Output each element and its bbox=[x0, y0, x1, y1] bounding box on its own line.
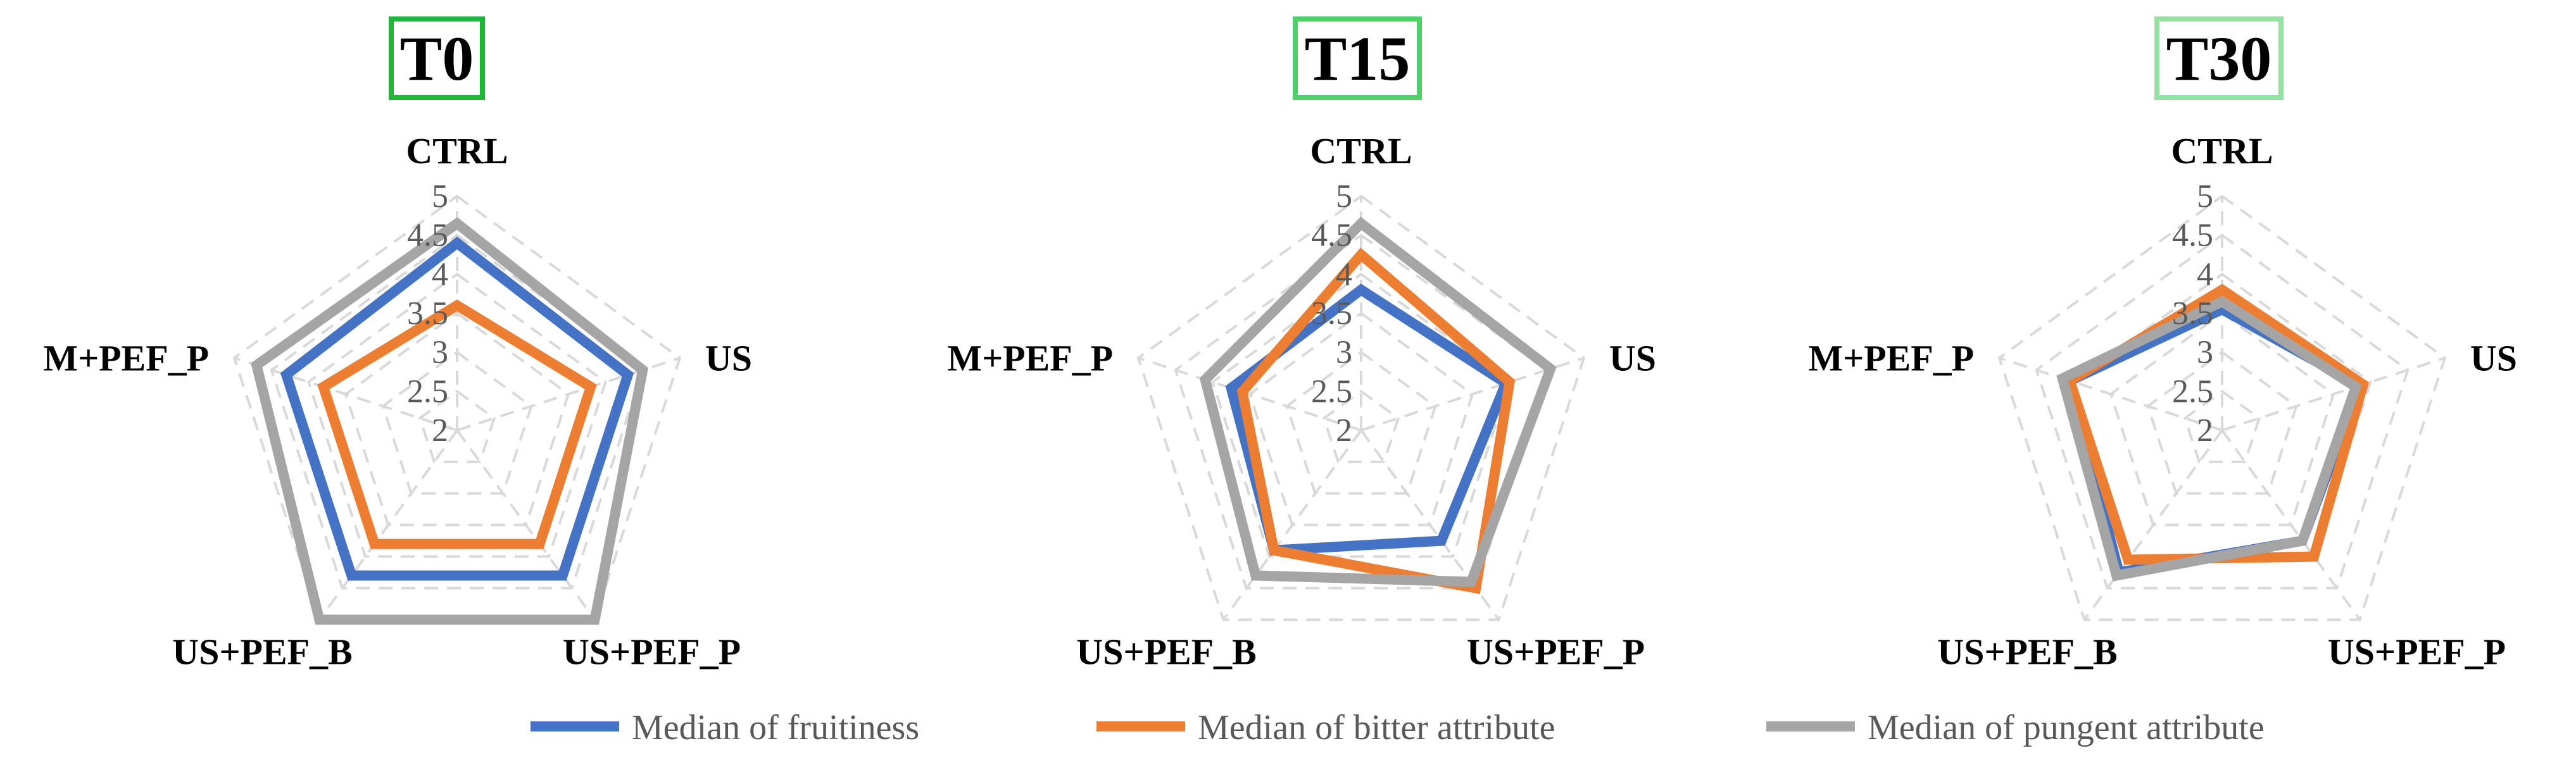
axis-label-us: US bbox=[2470, 338, 2517, 379]
radar-panel-t30: 2 2.533.5 44.55 CTRL US US+PEF_P US+PEF_B M+PEF… bbox=[1808, 16, 2517, 672]
tick-label: 2 bbox=[1336, 413, 1352, 449]
tick-label: 2 bbox=[2197, 413, 2213, 449]
tick-label: 4 bbox=[1336, 256, 1352, 292]
radar-series bbox=[251, 217, 649, 625]
tick-label: 5 bbox=[1336, 178, 1352, 215]
panel-title-text: T15 bbox=[1305, 23, 1411, 94]
tick-label: 2.5 bbox=[407, 373, 448, 409]
axis-label-ctrl: CTRL bbox=[1310, 130, 1412, 171]
grid-ring bbox=[1211, 272, 1511, 558]
axis-label-us-pef-p: US+PEF_P bbox=[563, 631, 741, 672]
tick-label: 4 bbox=[2197, 256, 2213, 292]
tick-label: 2.5 bbox=[2172, 373, 2213, 409]
tick-label: 2 bbox=[432, 413, 448, 449]
radar-series bbox=[2056, 283, 2370, 582]
radar-series bbox=[1199, 216, 1557, 594]
tick-labels: 2 2.533.5 44.55 bbox=[1311, 178, 1352, 449]
axis-labels: CTRL US US+PEF_P US+PEF_B M+PEF_P bbox=[43, 130, 752, 672]
grid-ring bbox=[2146, 351, 2298, 495]
series-median-of-pungent-attribute bbox=[251, 217, 649, 625]
grid-spoke bbox=[318, 429, 458, 621]
axis-label-m-pef-p: M+PEF_P bbox=[1808, 338, 1974, 379]
axis-label-us: US bbox=[705, 338, 752, 379]
tick-label: 3 bbox=[1336, 335, 1352, 371]
tick-label: 4.5 bbox=[407, 218, 448, 254]
grid-spoke bbox=[234, 356, 458, 432]
legend-item-median-of-fruitiness: Median of fruitiness bbox=[531, 708, 919, 747]
tick-label: 4.5 bbox=[1311, 218, 1352, 254]
panel-title-box bbox=[1293, 16, 1422, 100]
axis-label-us-pef-b: US+PEF_B bbox=[1937, 631, 2117, 672]
axis-label-ctrl: CTRL bbox=[406, 130, 508, 171]
radar-panel-t15: 2 2.533.5 44.55 CTRL US US+PEF_P US+PEF_B M+PEF… bbox=[947, 16, 1656, 672]
tick-label: 5 bbox=[2197, 178, 2213, 215]
grid-spoke bbox=[1138, 356, 1362, 432]
tick-label: 3.5 bbox=[407, 296, 448, 332]
panel-title-box bbox=[2154, 16, 2284, 100]
panel-title: T30 bbox=[2154, 16, 2284, 100]
tick-label: 5 bbox=[432, 178, 448, 215]
legend-label: Median of pungent attribute bbox=[1868, 708, 2265, 747]
series-median-of-pungent-attribute bbox=[1199, 216, 1557, 587]
grid-ring bbox=[418, 389, 496, 463]
tick-labels: 2 2.533.5 44.55 bbox=[407, 178, 448, 449]
tick-label: 3.5 bbox=[2172, 296, 2213, 332]
grid-ring bbox=[1323, 389, 1400, 463]
grid-ring bbox=[2183, 389, 2261, 463]
radar-panels: 22.533.544.55CTRLUSUS+PEF_PUS+PEF_BM+PEF… bbox=[43, 16, 2517, 672]
grid-ring bbox=[1285, 351, 1437, 495]
series-median-of-bitter-attribute bbox=[1236, 247, 1516, 594]
grid-ring bbox=[2035, 233, 2410, 590]
series-median-of-fruitiness bbox=[280, 236, 634, 581]
tick-label: 3 bbox=[2197, 335, 2213, 371]
grid-spoke bbox=[2221, 356, 2446, 432]
panel-title: T15 bbox=[1293, 16, 1422, 100]
tick-label: 4 bbox=[432, 256, 448, 292]
axis-label-m-pef-p: M+PEF_P bbox=[947, 338, 1113, 379]
axis-labels: CTRL US US+PEF_P US+PEF_B M+PEF_P bbox=[1808, 130, 2517, 672]
grid-ring bbox=[1248, 311, 1474, 526]
axis-label-ctrl: CTRL bbox=[2171, 130, 2273, 171]
grid-ring bbox=[2109, 311, 2335, 526]
legend: Median of fruitiness Median of bitter att… bbox=[531, 708, 2265, 747]
axis-label-us-pef-b: US+PEF_B bbox=[172, 631, 352, 672]
panel-title-text: T0 bbox=[400, 23, 474, 94]
panel-title-box bbox=[389, 16, 485, 100]
series-median-of-bitter-attribute bbox=[2063, 283, 2370, 565]
grid-spoke bbox=[2221, 429, 2361, 621]
tick-label: 3.5 bbox=[1311, 296, 1352, 332]
grid-spoke bbox=[2083, 429, 2223, 621]
grid-ring bbox=[344, 311, 570, 526]
legend-item-median-of-pungent-attribute: Median of pungent attribute bbox=[1766, 708, 2265, 747]
panel-title-text: T30 bbox=[2166, 23, 2272, 94]
panel-title: T0 bbox=[389, 16, 485, 100]
tick-label: 2.5 bbox=[1311, 373, 1352, 409]
legend-label: Median of fruitiness bbox=[632, 708, 919, 747]
grid-ring bbox=[1997, 194, 2447, 621]
axis-label-us-pef-b: US+PEF_B bbox=[1076, 631, 1256, 672]
radar-panel-t0: 2 2.533.5 44.55 CTRL US US+PEF_P US+PEF_B M+PEF… bbox=[43, 16, 752, 672]
series-median-of-fruitiness bbox=[1225, 283, 1512, 556]
axis-label-us-pef-p: US+PEF_P bbox=[1467, 631, 1645, 672]
axis-label-us: US bbox=[1609, 338, 1656, 379]
grid-ring bbox=[307, 272, 607, 558]
grid-spoke bbox=[1999, 356, 2223, 432]
radar-grid bbox=[1136, 194, 1586, 621]
legend-item-median-of-bitter-attribute: Median of bitter attribute bbox=[1096, 708, 1555, 747]
tick-label: 4.5 bbox=[2172, 218, 2213, 254]
axis-label-m-pef-p: M+PEF_P bbox=[43, 338, 209, 379]
axis-label-us-pef-p: US+PEF_P bbox=[2328, 631, 2506, 672]
legend-label: Median of bitter attribute bbox=[1198, 708, 1555, 747]
grid-ring bbox=[381, 351, 533, 495]
axis-labels: CTRL US US+PEF_P US+PEF_B M+PEF_P bbox=[947, 130, 1656, 672]
grid-ring bbox=[1136, 194, 1586, 621]
tick-labels: 2 2.533.5 44.55 bbox=[2172, 178, 2213, 449]
series-median-of-bitter-attribute bbox=[317, 299, 597, 549]
grid-spoke bbox=[1222, 429, 1362, 621]
grid-spoke bbox=[456, 429, 596, 621]
tick-label: 3 bbox=[432, 335, 448, 371]
series-median-of-pungent-attribute bbox=[2056, 296, 2362, 582]
